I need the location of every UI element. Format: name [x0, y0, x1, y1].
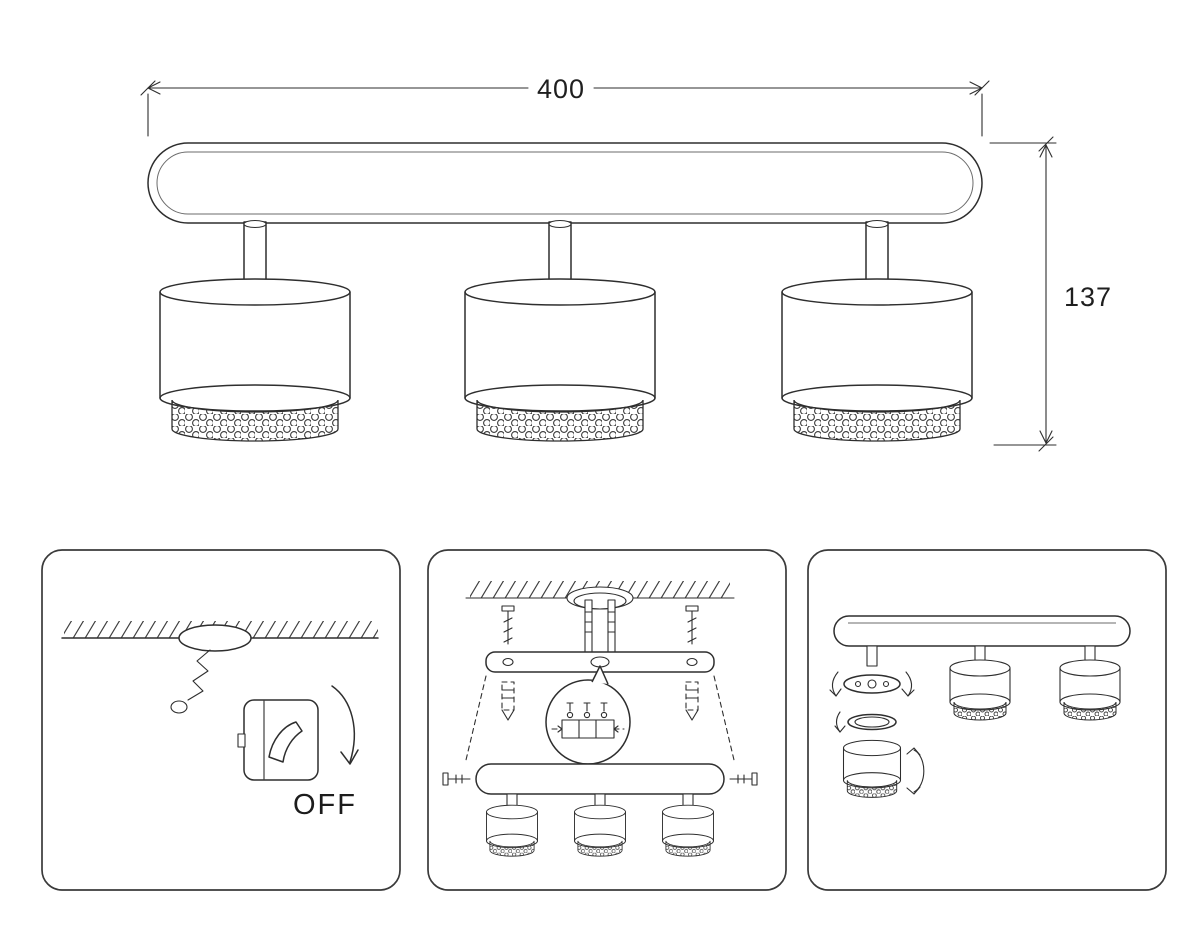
width-dimension: 400 [140, 74, 990, 137]
screw-icon [501, 605, 515, 645]
side-screw-icon [442, 772, 471, 786]
lamp-head-3 [781, 219, 973, 442]
instruction-panel-assembly [807, 549, 1167, 891]
rotation-arrow-icon [906, 747, 925, 795]
wall-anchor-icon [685, 681, 699, 721]
turn-off-arrow-icon [331, 685, 359, 765]
height-dimension: 137 [989, 136, 1112, 452]
instruction-panel-power-off: OFF [41, 549, 401, 891]
terminal-block [551, 702, 625, 739]
attach-arrow-icon [834, 711, 846, 733]
lamp-head-1 [159, 219, 351, 442]
main-fixture-drawing: 400 137 [140, 74, 1112, 452]
fixture-bar [475, 763, 725, 795]
canopy-cup [566, 586, 634, 610]
fixture-bar [833, 615, 1131, 647]
width-dimension-label: 400 [537, 74, 585, 104]
mini-stem [866, 645, 878, 667]
side-screw-icon [729, 772, 758, 786]
off-label: OFF [293, 789, 357, 821]
height-dimension-label: 137 [1064, 282, 1112, 312]
switch-lever [268, 721, 303, 763]
light-switch-icon [237, 699, 319, 781]
dimension-arrow-top [1039, 144, 1053, 158]
alignment-guides [465, 675, 735, 761]
dimension-arrow-bottom [1039, 430, 1053, 444]
attach-arrow-icon [901, 671, 915, 697]
instruction-panel-mounting [427, 549, 787, 891]
ceiling-hole [178, 624, 252, 652]
screw-icon [685, 605, 699, 645]
mounting-plate [843, 674, 901, 694]
decorative-ring [847, 713, 897, 731]
power-cable-icon [170, 649, 211, 714]
wall-anchor-icon [501, 681, 515, 721]
attach-arrow-icon [829, 671, 842, 697]
wiring-detail-bubble [545, 665, 631, 765]
lamp-head-2 [464, 219, 656, 442]
mounting-bar [147, 142, 983, 224]
